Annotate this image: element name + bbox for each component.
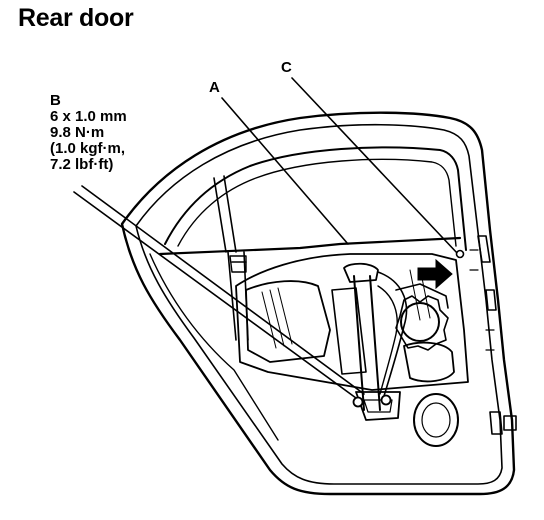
glass-mount-bolt bbox=[455, 249, 465, 259]
regulator-motor-gear bbox=[395, 295, 449, 351]
regulator-cable bbox=[377, 271, 408, 397]
door-rear-edge bbox=[477, 235, 503, 435]
glass-run-channel bbox=[213, 175, 237, 253]
callout-a: A bbox=[209, 79, 220, 96]
regulator-motor bbox=[400, 302, 440, 342]
door-rear-flange bbox=[469, 249, 495, 351]
panel-cutout-center bbox=[331, 287, 367, 375]
page-title: Rear door bbox=[18, 4, 134, 32]
regulator-cable-2 bbox=[377, 285, 398, 395]
panel-opening-right bbox=[403, 341, 455, 383]
bolt-icon bbox=[352, 249, 465, 408]
leader-b-1 bbox=[81, 185, 365, 395]
leader-a bbox=[221, 97, 349, 245]
door-latch bbox=[503, 415, 517, 431]
regulator-rail bbox=[353, 275, 381, 411]
window-frame bbox=[164, 146, 467, 251]
bolt-size: 6 x 1.0 mm bbox=[50, 108, 127, 125]
bolt-rear bbox=[380, 394, 392, 406]
glass-reflection-lines bbox=[261, 267, 431, 349]
leader-c bbox=[291, 77, 459, 255]
arrow-right-icon bbox=[417, 258, 453, 290]
service-hole bbox=[413, 393, 459, 447]
regulator-rail-top bbox=[343, 262, 379, 283]
channel-clip bbox=[229, 255, 247, 273]
callout-c: C bbox=[281, 59, 292, 76]
torque-lbfft: 7.2 lbf·ft) bbox=[50, 156, 114, 173]
door-glass-top-edge bbox=[158, 236, 462, 256]
door-front-edge bbox=[149, 253, 279, 441]
bolt-front bbox=[352, 396, 364, 408]
leader-b-2 bbox=[73, 191, 357, 399]
torque-nm: 9.8 N·m bbox=[50, 124, 105, 141]
door-glass bbox=[235, 253, 469, 391]
motor-bracket bbox=[395, 283, 449, 309]
door-outer-shell bbox=[120, 111, 516, 496]
regulator-base bbox=[355, 391, 401, 421]
window-frame-inner bbox=[177, 158, 457, 247]
door-inner-flange bbox=[135, 123, 503, 485]
callout-b: B 6 x 1.0 mm 9.8 N·m (1.0 kgf·m, 7.2 lbf… bbox=[50, 93, 127, 173]
callout-b-label: B bbox=[50, 92, 61, 109]
panel-cutout-left bbox=[245, 280, 331, 363]
service-hole-inner bbox=[421, 402, 451, 438]
torque-kgfm: (1.0 kgf·m, bbox=[50, 140, 126, 157]
